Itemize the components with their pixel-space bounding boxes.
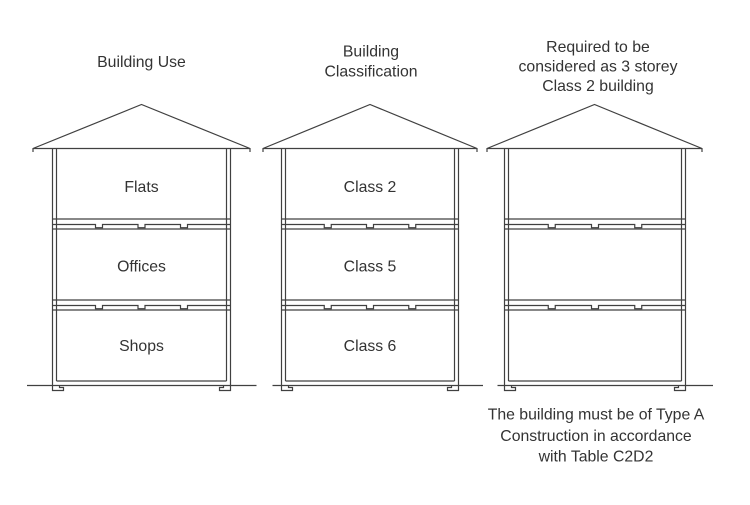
footnote-line-3: with Table C2D2 (538, 449, 654, 466)
floor-slab-upper (281, 218, 459, 230)
building-use-column: Building Use Flats Offices Shops (27, 54, 257, 392)
footing-right (218, 381, 232, 392)
floor-label-bottom: Class 6 (344, 338, 397, 355)
building-classification-title-line-2: Classification (324, 64, 417, 81)
floor-label-middle: Offices (117, 259, 166, 276)
floor-slab-lower (281, 299, 459, 311)
roof-outline (32, 103, 251, 152)
footing-left (280, 381, 294, 392)
roof-outline (486, 103, 703, 152)
floor-slab-upper (52, 218, 231, 230)
wall-lines (503, 148, 687, 381)
required-title-line-2: considered as 3 storey (519, 59, 678, 76)
required-title-line-3: Class 2 building (542, 78, 654, 95)
footnote-line-1: The building must be of Type A (488, 407, 705, 424)
floor-label-top: Class 2 (344, 179, 397, 196)
floor-label-middle: Class 5 (344, 259, 397, 276)
footing-left (51, 381, 65, 392)
required-title-line-1: Required to be (546, 39, 650, 56)
building-classification-title-line-1: Building (343, 44, 399, 61)
floor-slab-lower (52, 299, 231, 311)
wall-lines (51, 148, 232, 381)
footing-left (503, 381, 517, 392)
building-classification-column: Building Classification Class 2 Class 5 … (262, 44, 483, 392)
floor-label-bottom: Shops (119, 338, 164, 355)
floor-slab-lower (504, 299, 686, 311)
footnote: The building must be of Type A Construct… (488, 407, 705, 466)
floor-label-top: Flats (124, 179, 158, 196)
footing-right (673, 381, 687, 392)
required-class-column: Required to be considered as 3 storey Cl… (486, 39, 713, 392)
footing-right (446, 381, 460, 392)
floor-slab-upper (504, 218, 686, 230)
roof-outline (262, 103, 478, 152)
building-use-title: Building Use (97, 54, 186, 71)
footnote-line-2: Construction in accordance (500, 428, 692, 445)
wall-lines (280, 148, 460, 381)
